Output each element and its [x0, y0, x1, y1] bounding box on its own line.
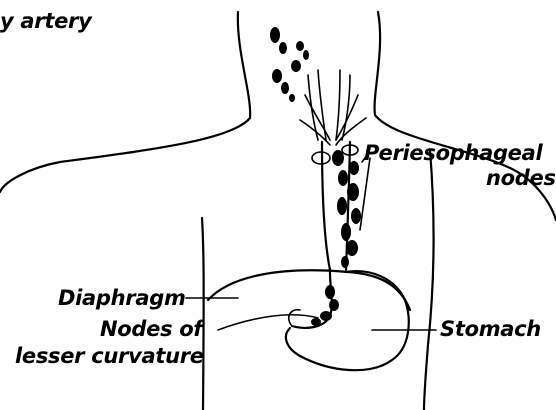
periesophageal-label: Periesophageal — [364, 142, 542, 164]
stomach-label: Stomach — [440, 318, 541, 340]
diaphragm-label: Diaphragm — [58, 287, 186, 309]
right-arm-outline — [424, 150, 434, 410]
periesophageal-nodes-label: nodes — [486, 167, 556, 189]
lesser-curvature-lymph-nodes — [311, 285, 339, 326]
leader-lines — [186, 154, 436, 330]
periesophageal-leader — [360, 154, 370, 230]
nodes-of-label: Nodes of — [100, 318, 202, 340]
left-arm-outline — [202, 218, 204, 410]
lesser-curvature-label: lesser curvature — [15, 345, 204, 367]
periesophageal-lymph-nodes — [332, 150, 361, 268]
left-neck-shoulder-outline — [0, 12, 250, 192]
neck-vessels — [300, 70, 366, 145]
stomach-shape — [286, 271, 409, 370]
artery-label: y artery — [0, 10, 91, 32]
neck-lymph-nodes — [270, 27, 309, 102]
